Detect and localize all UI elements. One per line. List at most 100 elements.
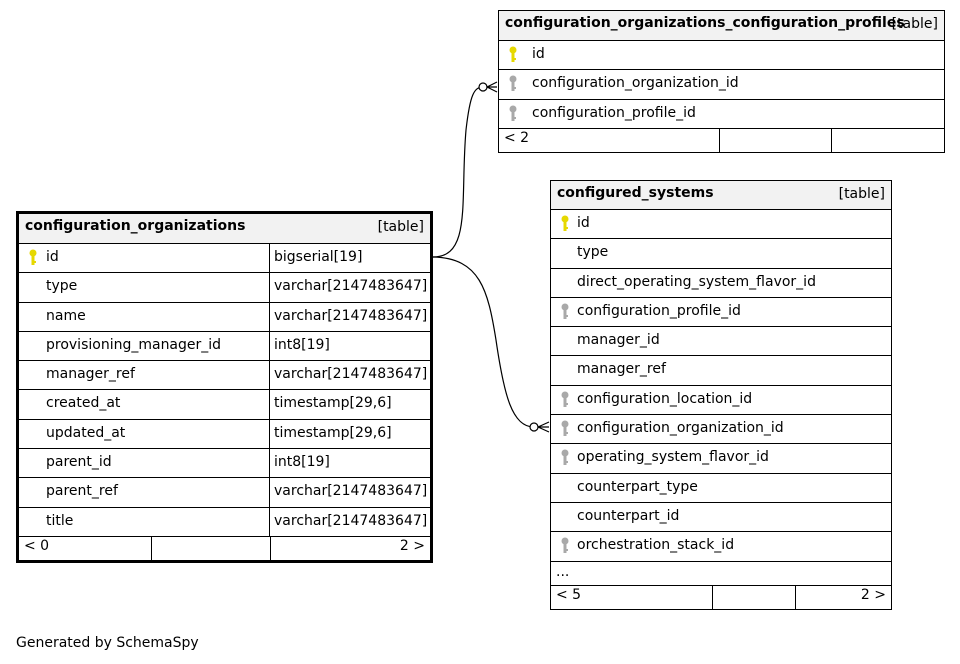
column-row[interactable]: manager_ref varchar[2147483647] bbox=[19, 361, 430, 391]
column-name: manager_ref bbox=[577, 361, 666, 378]
table-footer: < 0 2 > bbox=[19, 536, 430, 560]
foreign-key-icon bbox=[559, 448, 571, 468]
column-row[interactable]: type varchar[2147483647] bbox=[19, 273, 430, 303]
primary-key-icon bbox=[507, 45, 519, 65]
column-name: manager_ref bbox=[46, 366, 135, 383]
column-name: orchestration_stack_id bbox=[577, 537, 735, 554]
column-data-type: bigserial[19] bbox=[274, 249, 363, 265]
column-row[interactable]: configuration_profile_id bbox=[551, 298, 891, 328]
column-data-type: varchar[2147483647] bbox=[274, 366, 428, 383]
relation-cs-optional-marker bbox=[529, 422, 539, 432]
table-type: [table] bbox=[377, 219, 424, 235]
column-row[interactable]: operating_system_flavor_id bbox=[551, 444, 891, 474]
column-name: configuration_organization_id bbox=[532, 75, 739, 92]
column-row[interactable]: type bbox=[551, 239, 891, 269]
column-name: parent_id bbox=[46, 454, 112, 471]
table-footer: < 5 2 > bbox=[551, 585, 891, 609]
table-name: configuration_organizations_configuratio… bbox=[505, 15, 905, 31]
column-row[interactable]: configuration_organization_id bbox=[499, 70, 944, 100]
relation-cocp-crowfoot bbox=[486, 81, 498, 93]
column-name: direct_operating_system_flavor_id bbox=[577, 273, 816, 290]
column-row[interactable]: configuration_profile_id bbox=[499, 100, 944, 129]
column-row[interactable]: manager_id bbox=[551, 327, 891, 357]
foreign-key-icon bbox=[559, 302, 571, 322]
column-list: id configuration_organization_id configura… bbox=[499, 41, 944, 129]
footer-parent-count: < 5 bbox=[556, 586, 582, 603]
table-name: configuration_organizations bbox=[25, 218, 246, 234]
table-configuration-organizations[interactable]: configuration_organizations [table] id bi… bbox=[16, 211, 433, 563]
column-name: parent_ref bbox=[46, 483, 118, 500]
foreign-key-icon bbox=[559, 419, 571, 439]
column-data-type: varchar[2147483647] bbox=[274, 278, 428, 295]
column-row[interactable]: created_at timestamp[29,6] bbox=[19, 390, 430, 420]
more-columns-row: ... bbox=[551, 562, 891, 586]
table-type: [table] bbox=[838, 186, 885, 202]
column-data-type: timestamp[29,6] bbox=[274, 395, 392, 412]
column-row[interactable]: updated_at timestamp[29,6] bbox=[19, 419, 430, 450]
foreign-key-icon bbox=[559, 536, 571, 556]
column-name: operating_system_flavor_id bbox=[577, 449, 769, 466]
column-name: updated_at bbox=[46, 424, 126, 441]
primary-key-icon bbox=[27, 248, 39, 268]
column-row[interactable]: direct_operating_system_flavor_id bbox=[551, 269, 891, 298]
table-header: configuration_organizations_configuratio… bbox=[499, 11, 944, 41]
column-row[interactable]: configuration_location_id bbox=[551, 386, 891, 416]
column-row[interactable]: name varchar[2147483647] bbox=[19, 302, 430, 332]
column-data-type: varchar[2147483647] bbox=[274, 307, 428, 324]
column-row[interactable]: parent_id int8[19] bbox=[19, 449, 430, 479]
column-name: configuration_profile_id bbox=[577, 302, 741, 319]
table-configured-systems[interactable]: configured_systems [table] id type direct_… bbox=[550, 180, 892, 610]
column-name: configuration_location_id bbox=[577, 390, 753, 407]
column-name: type bbox=[577, 244, 609, 261]
foreign-key-icon bbox=[507, 104, 519, 124]
table-configuration-organizations-configuration-profiles[interactable]: configuration_organizations_configuratio… bbox=[498, 10, 945, 153]
column-row[interactable]: manager_ref bbox=[551, 356, 891, 386]
column-row[interactable]: counterpart_type bbox=[551, 474, 891, 503]
column-row[interactable]: id bbox=[499, 41, 944, 71]
column-name: type bbox=[46, 278, 78, 295]
column-row[interactable]: provisioning_manager_id int8[19] bbox=[19, 331, 430, 362]
column-name: id bbox=[532, 46, 545, 62]
primary-key-icon bbox=[559, 214, 571, 234]
column-name: id bbox=[46, 249, 59, 265]
column-row[interactable]: id bbox=[551, 210, 891, 240]
column-name: id bbox=[577, 215, 590, 231]
table-header: configured_systems [table] bbox=[551, 181, 891, 210]
column-data-type: varchar[2147483647] bbox=[274, 483, 428, 500]
column-name: title bbox=[46, 512, 74, 529]
column-row[interactable]: counterpart_id bbox=[551, 503, 891, 533]
foreign-key-icon bbox=[507, 74, 519, 94]
column-name: name bbox=[46, 307, 86, 324]
column-name: manager_id bbox=[577, 332, 660, 349]
table-header: configuration_organizations [table] bbox=[19, 214, 430, 244]
column-name: provisioning_manager_id bbox=[46, 336, 222, 353]
column-data-type: int8[19] bbox=[274, 336, 330, 353]
column-data-type: varchar[2147483647] bbox=[274, 512, 428, 529]
relation-cs-crowfoot bbox=[537, 421, 550, 433]
column-name: configuration_profile_id bbox=[532, 104, 696, 121]
column-data-type: timestamp[29,6] bbox=[274, 424, 392, 441]
column-data-type: int8[19] bbox=[274, 454, 330, 471]
footer-child-count: 2 > bbox=[860, 586, 886, 603]
more-columns-ellipsis: ... bbox=[556, 563, 570, 580]
column-row[interactable]: id bigserial[19] bbox=[19, 244, 430, 274]
relation-cocp-to-co bbox=[432, 86, 484, 258]
column-row[interactable]: configuration_organization_id bbox=[551, 415, 891, 445]
table-type: [table] bbox=[891, 16, 938, 32]
table-footer: < 2 bbox=[499, 128, 944, 152]
foreign-key-icon bbox=[559, 390, 571, 410]
column-row[interactable]: orchestration_stack_id bbox=[551, 532, 891, 562]
column-row[interactable]: parent_ref varchar[2147483647] bbox=[19, 478, 430, 508]
relation-cs-to-co bbox=[432, 256, 535, 428]
generated-by-note: Generated by SchemaSpy bbox=[16, 635, 199, 651]
column-name: configuration_organization_id bbox=[577, 420, 784, 437]
table-name: configured_systems bbox=[557, 185, 714, 201]
column-name: counterpart_type bbox=[577, 478, 698, 495]
column-name: counterpart_id bbox=[577, 507, 680, 524]
footer-child-count: 2 > bbox=[399, 537, 425, 554]
column-row[interactable]: title varchar[2147483647] bbox=[19, 507, 430, 537]
column-name: created_at bbox=[46, 395, 121, 412]
